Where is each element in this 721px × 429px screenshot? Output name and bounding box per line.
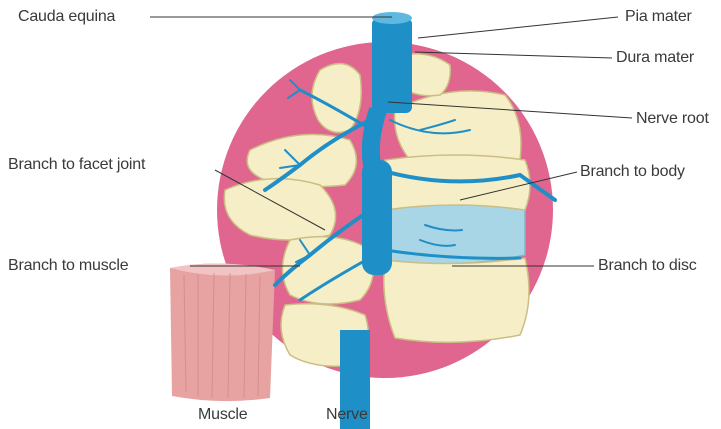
label-nerve-root: Nerve root bbox=[636, 111, 709, 127]
leader-pia-mater bbox=[418, 17, 618, 38]
label-dura-mater: Dura mater bbox=[616, 50, 694, 66]
label-branch-to-body: Branch to body bbox=[580, 164, 685, 180]
label-muscle: Muscle bbox=[198, 407, 247, 423]
muscle-illustration bbox=[170, 263, 275, 401]
label-pia-mater: Pia mater bbox=[625, 9, 692, 25]
label-nerve: Nerve bbox=[326, 407, 368, 423]
label-branch-to-facet-joint: Branch to facet joint bbox=[8, 157, 145, 173]
label-branch-to-muscle: Branch to muscle bbox=[8, 258, 128, 274]
label-branch-to-disc: Branch to disc bbox=[598, 258, 697, 274]
label-cauda-equina: Cauda equina bbox=[18, 9, 115, 25]
